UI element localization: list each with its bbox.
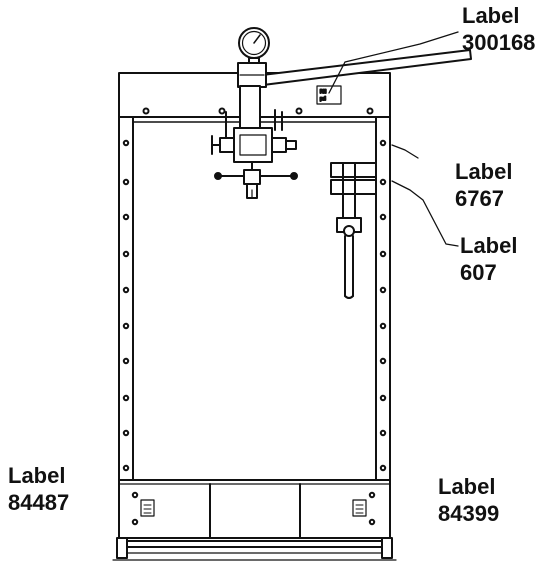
pressure-gauge-icon bbox=[238, 27, 270, 66]
right-upright bbox=[375, 116, 391, 481]
callout-word: Label bbox=[455, 159, 513, 184]
callout-word: Label bbox=[438, 474, 496, 499]
callout-word: Label bbox=[460, 233, 518, 258]
svg-text:PSI: PSI bbox=[320, 89, 326, 94]
leader-lines bbox=[328, 31, 459, 247]
pump-handle bbox=[237, 49, 472, 88]
callout-number: 84399 bbox=[438, 501, 500, 526]
callout-word: Label bbox=[8, 463, 66, 488]
callout-label-84487: Label 84487 bbox=[8, 462, 69, 516]
callout-number: 607 bbox=[460, 260, 497, 285]
svg-text:psi: psi bbox=[320, 96, 326, 101]
callout-label-300168: Label 300168 bbox=[462, 2, 535, 56]
side-clamp bbox=[330, 162, 377, 299]
callout-label-84399: Label 84399 bbox=[438, 473, 499, 527]
callout-label-6767: Label 6767 bbox=[455, 158, 512, 212]
label-plate-84487 bbox=[140, 499, 155, 517]
label-plate-300168: PSI psi bbox=[316, 85, 342, 105]
label-plate-84399 bbox=[352, 499, 367, 517]
callout-word: Label bbox=[462, 3, 520, 28]
callout-number: 300168 bbox=[462, 30, 536, 55]
callout-label-607: Label 607 bbox=[460, 232, 517, 286]
callout-number: 6767 bbox=[455, 186, 504, 211]
pump-assembly bbox=[211, 85, 298, 199]
callout-number: 84487 bbox=[8, 490, 70, 515]
base-frame bbox=[112, 479, 397, 561]
